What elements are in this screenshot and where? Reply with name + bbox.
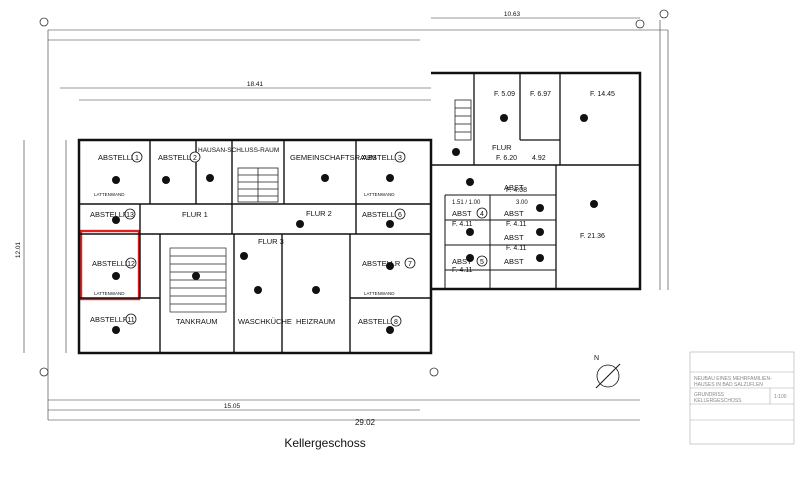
room-label-abstellr-7: ABSTELLR xyxy=(362,259,401,268)
area-f408: F. 4.08 xyxy=(506,187,527,194)
room-label-flur-3: FLUR 3 xyxy=(258,237,284,246)
room-label-abst-r2: ABST xyxy=(504,209,524,218)
room-label-flur-1: FLUR 1 xyxy=(182,210,208,219)
room-label-abst-r3: ABST xyxy=(504,233,524,242)
dim-top-right: 10.63 xyxy=(504,11,521,18)
room-num-3: 3 xyxy=(398,155,402,162)
area-f620: F. 6.20 xyxy=(496,155,517,162)
lattenwand-1: LATTENWAND xyxy=(94,192,125,197)
room-label-abst-5: ABST xyxy=(452,257,472,266)
grid-markers xyxy=(39,9,669,377)
room-num-2: 2 xyxy=(193,155,197,162)
area-f411c: F. 4.11 xyxy=(506,245,527,252)
highlight-box xyxy=(79,229,141,301)
room-num-8: 8 xyxy=(394,319,398,326)
area-f411b: F. 4.11 xyxy=(506,221,527,228)
north-label: N xyxy=(594,355,599,362)
lattenwand-3: LATTENWAND xyxy=(364,192,395,197)
room-num-6: 6 xyxy=(398,212,402,219)
title-line4: KELLERGESCHOSS xyxy=(694,398,742,404)
title-scale: 1:100 xyxy=(774,394,787,400)
title-block xyxy=(689,351,795,445)
area-f2136: F. 21.36 xyxy=(580,233,605,240)
room-num-7: 7 xyxy=(408,261,412,268)
room-num-abst-5: 5 xyxy=(480,259,484,266)
area-f411a: F. 4.11 xyxy=(452,221,473,228)
area-f1445: F. 14.45 xyxy=(590,91,615,98)
room-label-abstellr-2: ABSTELLR xyxy=(158,153,197,162)
room-num-1: 1 xyxy=(135,155,139,162)
room-num-12: 12 xyxy=(127,261,135,268)
room-label-abst-r4: ABST xyxy=(504,257,524,266)
lattenwand-4: LATTENWAND xyxy=(364,291,395,296)
title-line1: NEUBAU EINES MEHRFAMILIEN- xyxy=(694,376,772,382)
room-label-flur-right: FLUR xyxy=(492,143,512,152)
room-label-flur-2: FLUR 2 xyxy=(306,209,332,218)
area-f697: F. 6.97 xyxy=(530,91,551,98)
room-label-tankraum: TANKRAUM xyxy=(176,317,218,326)
area-f509: F. 5.09 xyxy=(494,91,515,98)
room-label-abstellr-13: ABSTELLR xyxy=(90,210,129,219)
room-num-abst-4: 4 xyxy=(480,211,484,218)
room-num-11: 11 xyxy=(127,317,134,324)
room-label-abstellr-12: ABSTELLR xyxy=(92,259,131,268)
room-label-heizraum: HEIZRAUM xyxy=(296,317,335,326)
dim-left-wing: 18.41 xyxy=(247,81,264,88)
dim-total-width: 29.02 xyxy=(355,418,376,427)
title-line3: GRUNDRISS xyxy=(694,392,725,398)
room-label-abstellr-3: ABSTELLR xyxy=(362,153,401,162)
dim-bottom-partial: 15.05 xyxy=(224,403,241,410)
room-label-waschkueche: WASCHKÜCHE xyxy=(238,317,292,326)
dim-left-height: 12.01 xyxy=(15,241,22,258)
dim-300: 3.00 xyxy=(516,200,528,206)
north-arrow: N xyxy=(594,355,621,389)
room-label-hausanschluss: HAUSAN-SCHLUSS-RAUM xyxy=(198,147,279,154)
boden-note: 1.51 / 1.00 xyxy=(452,200,481,206)
tank-pattern xyxy=(169,247,227,313)
area-v492: 4.92 xyxy=(532,155,546,162)
walls xyxy=(77,71,642,355)
dimension-lines xyxy=(23,17,669,421)
room-label-abst-r1: ABST xyxy=(504,183,524,192)
room-label-gemeinschaftsraum: GEMEINSCHAFTSRAUM xyxy=(290,153,377,162)
lattenwand-2: LATTENWAND xyxy=(94,291,125,296)
room-num-13: 13 xyxy=(126,212,134,219)
room-label-abstellr-6: ABSTELLR xyxy=(362,210,401,219)
area-f411d: F. 4.11 xyxy=(452,267,473,274)
fixtures xyxy=(112,114,598,334)
drawing-caption: Kellergeschoss xyxy=(284,436,366,450)
stairs xyxy=(237,99,472,203)
room-label-abstellr-1: ABSTELLR xyxy=(98,153,137,162)
title-line2: HAUSES IN BAD SALZUFLEN xyxy=(694,382,763,388)
room-label-abst-4: ABST xyxy=(452,209,472,218)
room-label-abstellr-11: ABSTELLR xyxy=(90,315,129,324)
room-label-abstellr-8: ABSTELLR xyxy=(358,317,397,326)
